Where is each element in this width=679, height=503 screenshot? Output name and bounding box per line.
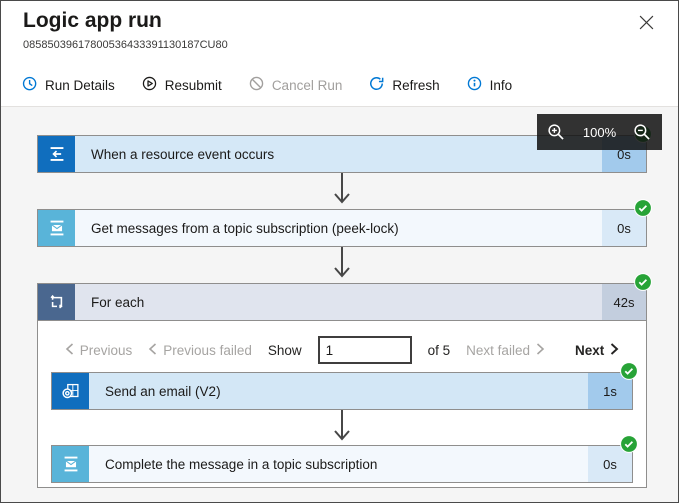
outlook-icon (52, 373, 89, 409)
close-button[interactable] (637, 13, 656, 35)
success-badge (634, 199, 652, 217)
designer-canvas: When a resource event occurs 0s Get mess… (1, 106, 678, 502)
previous-failed-button[interactable]: Previous failed (148, 343, 252, 358)
get-messages-card[interactable]: Get messages from a topic subscription (… (37, 199, 652, 247)
foreach-loop-icon (38, 284, 75, 320)
foreach-title: For each (91, 294, 145, 310)
resubmit-button[interactable]: Resubmit (141, 75, 222, 95)
zoom-level: 100% (582, 124, 617, 140)
complete-message-duration: 0s (588, 446, 632, 482)
next-failed-button[interactable]: Next failed (466, 343, 545, 358)
send-email-duration: 1s (588, 373, 632, 409)
connector-arrow (332, 247, 352, 283)
iteration-number-input[interactable] (317, 336, 412, 364)
chevron-right-icon (610, 342, 619, 358)
close-icon (639, 15, 654, 33)
trigger-title: When a resource event occurs (91, 146, 275, 162)
success-badge (620, 362, 638, 380)
resubmit-icon (141, 75, 158, 95)
send-email-card[interactable]: Send an email (V2) 1s (51, 362, 638, 410)
get-messages-title: Get messages from a topic subscription (… (91, 220, 399, 236)
previous-label: Previous (79, 342, 133, 358)
cancel-run-button[interactable]: Cancel Run (248, 75, 343, 95)
cancel-run-label: Cancel Run (271, 77, 343, 93)
info-icon (466, 75, 483, 95)
zoom-out-icon (633, 123, 652, 145)
zoom-out-button[interactable] (633, 123, 652, 142)
complete-message-card[interactable]: Complete the message in a topic subscrip… (51, 435, 638, 483)
command-bar: Run Details Resubmit Cancel Run Refresh … (21, 71, 512, 99)
zoom-in-button[interactable] (547, 123, 566, 142)
next-label: Next (574, 342, 605, 358)
run-history-icon (21, 75, 38, 95)
previous-failed-label: Previous failed (163, 342, 252, 358)
of-total-label: of 5 (427, 342, 451, 358)
success-badge (634, 273, 652, 291)
foreach-duration: 42s (602, 284, 646, 320)
cancel-icon (248, 75, 265, 95)
show-label: Show (267, 342, 302, 358)
connector-arrow (332, 410, 352, 446)
chevron-left-icon (148, 342, 157, 358)
get-messages-duration: 0s (602, 210, 646, 246)
trigger-card[interactable]: When a resource event occurs 0s (37, 125, 652, 173)
foreach-card[interactable]: For each 42s (37, 273, 652, 321)
success-badge (620, 435, 638, 453)
chevron-left-icon (65, 342, 74, 358)
refresh-label: Refresh (392, 77, 440, 93)
chevron-right-icon (536, 342, 545, 358)
refresh-icon (368, 75, 385, 95)
page-title: Logic app run (23, 9, 162, 32)
next-button[interactable]: Next (575, 343, 619, 358)
info-button[interactable]: Info (466, 75, 513, 95)
zoom-in-icon (547, 123, 566, 145)
info-label: Info (489, 77, 513, 93)
complete-message-title: Complete the message in a topic subscrip… (105, 456, 378, 472)
service-bus-icon (38, 210, 75, 246)
resubmit-label: Resubmit (164, 77, 222, 93)
run-id: 08585039617800536433391130187CU80 (23, 39, 228, 51)
connector-arrow (332, 173, 352, 209)
send-email-title: Send an email (V2) (105, 383, 221, 399)
run-details-button[interactable]: Run Details (21, 75, 115, 95)
more-menu-button[interactable]: … (133, 11, 158, 33)
event-grid-icon (38, 136, 75, 172)
zoom-toolbar: 100% (537, 114, 662, 150)
refresh-button[interactable]: Refresh (368, 75, 440, 95)
next-failed-label: Next failed (466, 342, 530, 358)
service-bus-icon (52, 446, 89, 482)
loop-iteration-pager: Previous Previous failed Show of 5 Next … (37, 333, 647, 367)
previous-button[interactable]: Previous (65, 342, 133, 358)
run-details-label: Run Details (45, 77, 115, 93)
